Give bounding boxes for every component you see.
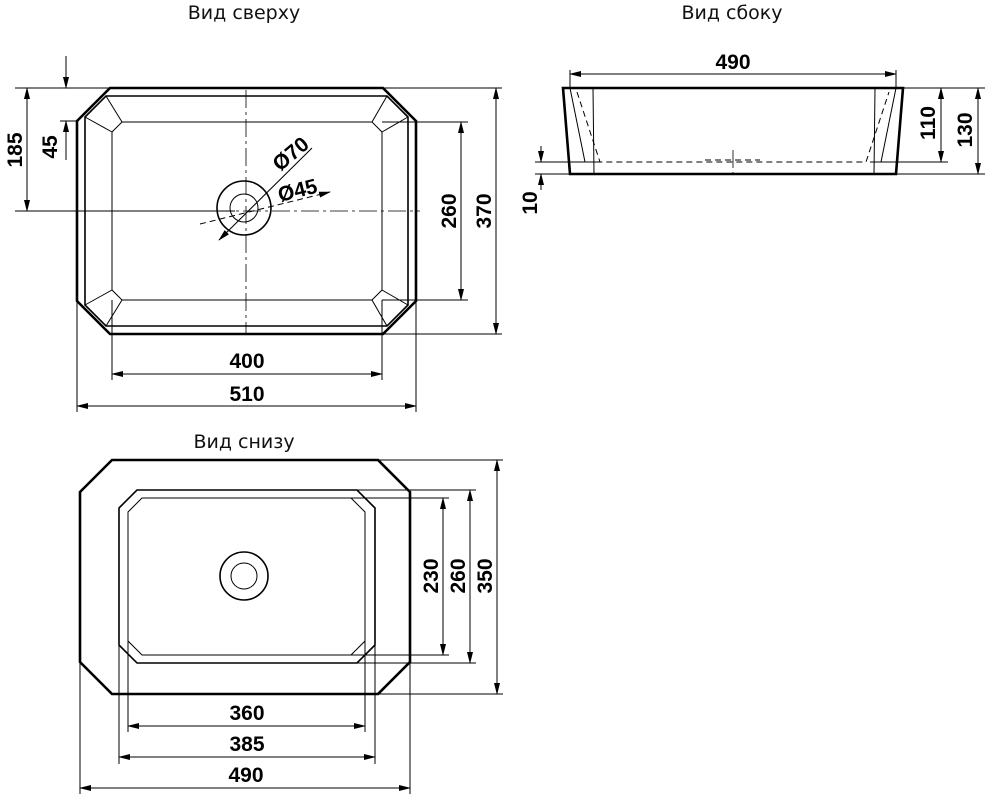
dim-top-d45: Ø45 [276,175,320,207]
dim-top-370: 370 [473,193,496,228]
dim-side-130: 130 [954,112,977,147]
bottom-drain-inner [230,562,258,590]
side-view-title: Вид сбоку [681,2,782,24]
top-drain-outer [216,180,272,236]
bottom-view-title: Вид снизу [193,431,294,453]
top-corner-facets [84,95,409,327]
dim-bottom-385: 385 [229,733,264,756]
bottom-view: Вид снизу 230 260 350 [78,431,503,794]
dim-top-260: 260 [438,193,461,228]
bottom-right-dim-lines [351,459,503,695]
top-view-title: Вид сверху [188,2,300,24]
side-left-dim-lines [535,146,600,190]
dim-top-185: 185 [4,132,27,167]
top-left-dim-lines [15,56,235,212]
dim-bottom-260: 260 [447,558,470,593]
top-view: Вид сверху Ø70 Ø45 [4,2,502,412]
dim-side-110: 110 [917,106,940,140]
bottom-foot-inner [127,497,366,656]
side-top-dim-lines [569,70,897,88]
bottom-drain-outer [219,551,269,601]
top-drain-inner [229,193,259,223]
bottom-foot-outer [118,489,376,664]
dim-bottom-350: 350 [474,558,497,593]
side-right-dim-lines [870,87,985,175]
side-view: Вид сбоку 490 110 130 [519,2,985,215]
dim-bottom-360: 360 [229,702,264,725]
dim-bottom-230: 230 [420,558,443,593]
dia70-leader [218,147,313,241]
bottom-bottom-dim-lines [79,641,411,794]
dim-top-510: 510 [229,383,264,406]
dim-bottom-490: 490 [228,764,263,787]
dim-top-400: 400 [229,350,264,373]
dim-side-490: 490 [715,51,750,74]
dia45-leader [199,191,331,225]
top-right-dim-lines [382,87,502,335]
dim-top-45: 45 [39,135,62,159]
side-facet-edges [569,87,897,175]
dim-side-10: 10 [519,191,542,214]
top-bottom-dim-lines [76,300,417,412]
